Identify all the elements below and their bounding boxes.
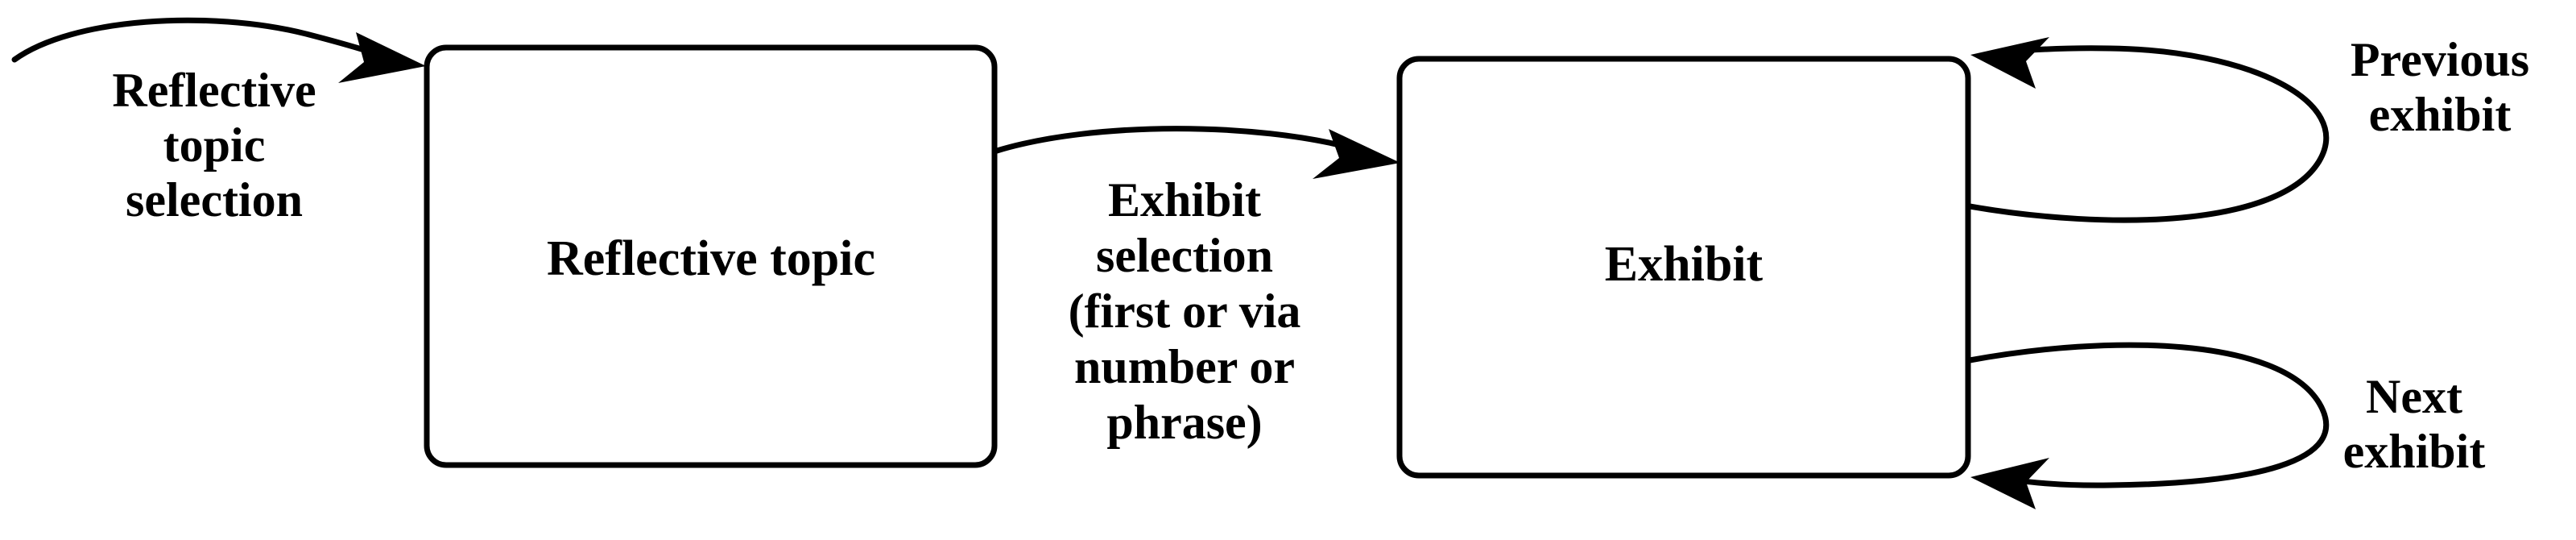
edge-exhibit-next-loop [1966,342,2330,509]
entry-edge-label-line-1: Reflective [112,64,316,117]
node-reflective-topic[interactable]: Reflective topic [424,44,998,468]
previous-loop-arrow-head [1970,37,2049,89]
transition-edge-label-line-3: (first or via [1069,285,1301,338]
entry-edge-label-line-3: selection [126,173,303,226]
transition-edge-label: Exhibit selection (first or via number o… [1069,173,1301,449]
exhibit-label: Exhibit [1605,237,1764,292]
edge-reflective-topic-to-exhibit [994,126,1400,179]
edge-exhibit-previous-loop [1966,37,2330,223]
next-loop-curve [1966,342,2330,488]
entry-edge-label: Reflective topic selection [112,64,316,226]
reflective-topic-box[interactable] [424,44,998,468]
next-loop-label-line-1: Next [2366,370,2462,423]
previous-loop-label-line-2: exhibit [2369,88,2512,141]
transition-edge-label-line-2: selection [1096,229,1273,282]
reflective-topic-label: Reflective topic [547,231,875,286]
previous-loop-label: Previous exhibit [2351,33,2529,141]
previous-loop-label-line-1: Previous [2351,33,2529,86]
transition-edge-label-line-1: Exhibit [1108,173,1261,226]
next-loop-label: Next exhibit [2343,370,2486,478]
next-loop-label-line-2: exhibit [2343,425,2486,478]
previous-loop-curve [1966,45,2330,223]
transition-edge-label-line-4: number or [1074,340,1295,393]
transition-edge-label-line-5: phrase) [1106,396,1262,449]
next-loop-arrow-head [1970,458,2049,509]
entry-arrow-curve [11,17,406,66]
transition-arrow-head [1313,129,1400,179]
entry-arrow-head [338,32,426,83]
entry-edge-label-line-2: topic [163,118,266,172]
edge-entry-to-reflective-topic [11,17,426,83]
transition-arrow-curve [994,126,1356,154]
exhibit-box[interactable] [1396,56,1971,479]
node-exhibit[interactable]: Exhibit [1396,56,1971,479]
